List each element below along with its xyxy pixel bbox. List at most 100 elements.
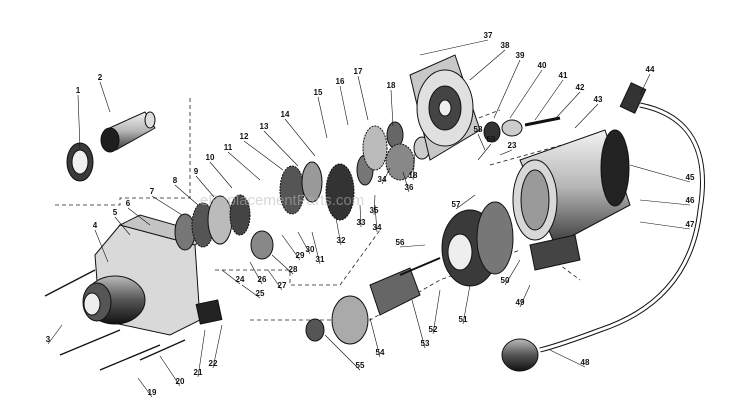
leader-line-2 <box>99 81 111 113</box>
leader-line-34 <box>381 167 391 185</box>
part-label-38: 38 <box>501 41 510 50</box>
part-label-17: 17 <box>354 67 363 76</box>
leader-line-44 <box>639 73 651 96</box>
leader-line-51 <box>462 284 471 325</box>
leader-line-43 <box>574 103 599 129</box>
leader-line-23 <box>499 149 513 156</box>
leader-line-29 <box>281 234 301 261</box>
part-label-46: 46 <box>686 196 695 205</box>
part-label-58: 58 <box>474 125 483 134</box>
part-label-23: 23 <box>508 141 517 150</box>
part-label-59: 59 <box>487 135 496 144</box>
part-label-1: 1 <box>76 86 81 95</box>
part-label-30: 30 <box>306 245 315 254</box>
leader-line-46 <box>639 199 691 206</box>
part-label-34: 34 <box>378 175 387 184</box>
part-label-11: 11 <box>224 143 233 152</box>
part-label-21: 21 <box>194 368 203 377</box>
leader-line-52 <box>432 289 441 335</box>
leader-line-40 <box>509 69 543 119</box>
watermark: eReplacementParts.com <box>200 192 364 209</box>
part-label-55: 55 <box>356 361 365 370</box>
leader-line-39 <box>493 59 521 119</box>
part-label-33: 33 <box>357 218 366 227</box>
leader-line-9 <box>195 175 215 198</box>
part-43-motor-housing <box>512 129 631 246</box>
leader-line-21 <box>197 329 206 378</box>
part-label-16: 16 <box>336 77 345 86</box>
part-label-53: 53 <box>421 339 430 348</box>
part-label-48: 48 <box>581 358 590 367</box>
leader-line-25 <box>241 284 261 299</box>
part-1-knurled-ring <box>66 142 94 182</box>
leader-line-42 <box>555 91 581 119</box>
part-label-12: 12 <box>240 132 249 141</box>
leader-line-58 <box>477 133 486 151</box>
part-55-bearing <box>305 318 325 342</box>
leader-line-6 <box>127 207 151 226</box>
part-label-28: 28 <box>289 265 298 274</box>
leader-line-57 <box>455 194 476 210</box>
leader-line-45 <box>629 164 691 183</box>
leader-line-31 <box>311 231 321 265</box>
part-label-47: 47 <box>686 220 695 229</box>
leader-line-22 <box>212 324 223 369</box>
leader-line-30 <box>297 231 311 255</box>
part-label-27: 27 <box>278 281 287 290</box>
leader-line-11 <box>227 151 261 181</box>
part-label-5: 5 <box>113 208 118 217</box>
part-label-41: 41 <box>559 71 568 80</box>
housing-screws <box>44 269 186 371</box>
part-label-36: 36 <box>405 183 414 192</box>
part-label-10: 10 <box>206 153 215 162</box>
part-label-8: 8 <box>173 176 178 185</box>
leader-line-18 <box>412 151 416 181</box>
part-48-plug <box>501 338 539 372</box>
leader-line-4 <box>94 229 109 263</box>
part-label-19: 19 <box>148 388 157 397</box>
part-label-43: 43 <box>594 95 603 104</box>
leader-line-10 <box>209 161 233 189</box>
leader-line-33 <box>359 204 362 228</box>
part-label-6: 6 <box>126 199 131 208</box>
leader-line-41 <box>534 79 564 121</box>
part-label-26: 26 <box>258 275 267 284</box>
leader-line-20 <box>159 355 181 387</box>
part-2-sleeve <box>100 111 156 153</box>
part-label-15: 15 <box>314 88 323 97</box>
part-21-nameplate <box>195 299 223 325</box>
part-38-end-cap <box>409 54 481 161</box>
leader-line-55 <box>324 334 361 371</box>
part-label-49: 49 <box>516 298 525 307</box>
part-51-field-coil <box>441 201 514 287</box>
gear-housing <box>82 214 212 336</box>
leader-line-19 <box>137 377 153 398</box>
part-44-cord-strain-relief <box>619 82 647 114</box>
part-label-2: 2 <box>98 73 103 82</box>
part-label-45: 45 <box>686 173 695 182</box>
part-label-25: 25 <box>256 289 265 298</box>
leader-line-49 <box>519 284 531 308</box>
part-label-44: 44 <box>646 65 655 74</box>
leader-line-1 <box>77 94 81 149</box>
part-label-4: 4 <box>93 221 98 230</box>
leader-line-7 <box>151 195 183 216</box>
part-54-armature <box>331 257 441 345</box>
part-label-37: 37 <box>484 31 493 40</box>
leader-line-34 <box>374 204 378 233</box>
leader-line-12 <box>243 140 284 171</box>
leader-line-35 <box>373 194 376 216</box>
part-label-57: 57 <box>452 200 461 209</box>
part-label-18: 18 <box>387 81 396 90</box>
part-label-34: 34 <box>373 223 382 232</box>
part-label-14: 14 <box>281 110 290 119</box>
part-label-29: 29 <box>296 251 305 260</box>
leader-line-50 <box>504 259 521 286</box>
leader-line-13 <box>263 130 299 167</box>
part-label-7: 7 <box>150 187 155 196</box>
part-label-3: 3 <box>46 335 51 344</box>
leader-lines <box>47 39 691 398</box>
gear-train <box>174 121 431 260</box>
leader-line-56 <box>399 244 426 248</box>
part-label-32: 32 <box>337 236 346 245</box>
